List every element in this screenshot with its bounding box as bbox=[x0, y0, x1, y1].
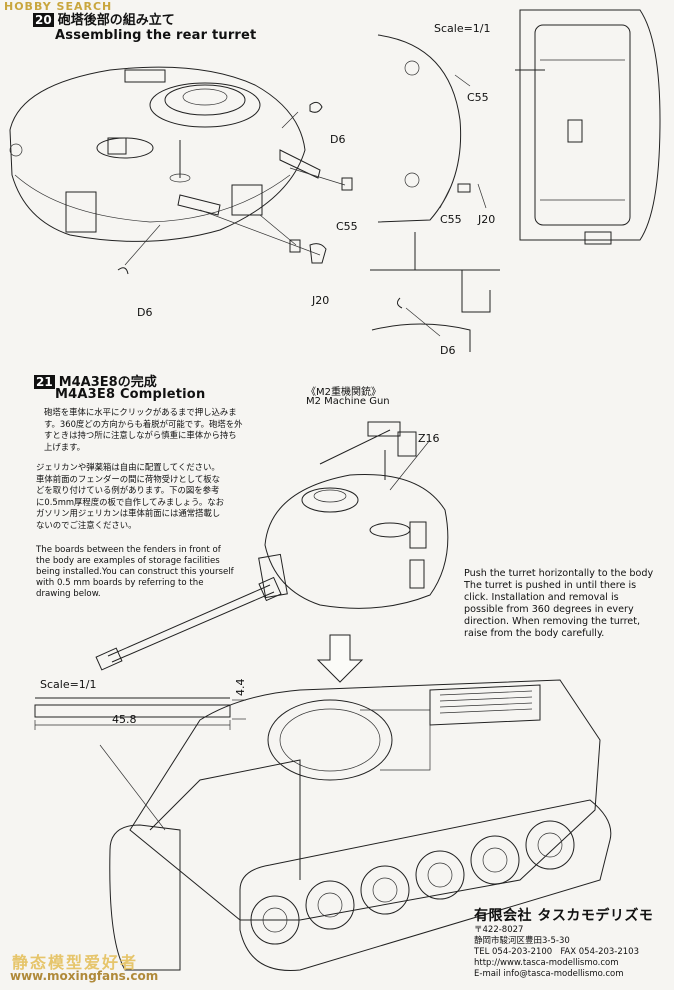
watermark-url: www.moxingfans.com bbox=[10, 969, 159, 983]
step21-jp-note-2: ジェリカンや弾薬箱は自由に配置してください。車体前面のフェンダーの間に荷物受けと… bbox=[36, 462, 225, 530]
mg-label-jp: 《M2重機関銃》 bbox=[306, 387, 381, 398]
part-label-c55: C55 bbox=[440, 213, 462, 226]
part-label-d6: D6 bbox=[137, 306, 153, 319]
board-width-dimension: 45.8 bbox=[112, 713, 137, 726]
part-label-j20: J20 bbox=[478, 213, 496, 226]
push-turret-note: Push the turret horizontally to the body… bbox=[464, 568, 654, 639]
watermark-text: 静态模型爱好者 bbox=[12, 953, 139, 972]
step21-drawing bbox=[34, 421, 612, 971]
step21-title-jp: M4A3E8の完成 bbox=[58, 375, 157, 390]
step20-number: 20 bbox=[33, 13, 54, 27]
part-label-d6: D6 bbox=[440, 344, 456, 357]
step21-number: 21 bbox=[34, 375, 55, 389]
step21-scale: Scale=1/1 bbox=[40, 678, 97, 691]
mg-label-en: M2 Machine Gun bbox=[306, 396, 390, 407]
part-label-c55: C55 bbox=[336, 220, 358, 233]
company-name: 有限会社 タスカモデリズモ bbox=[474, 908, 654, 924]
part-label-c55: C55 bbox=[467, 91, 489, 104]
company-phone-fax: TEL 054-203-2100 FAX 054-203-2103 bbox=[474, 947, 669, 958]
hobby-search-logo: HOBBY SEARCH bbox=[4, 0, 113, 13]
step20-title-jp: 砲塔後部の組み立て bbox=[57, 13, 175, 28]
part-label-j20: J20 bbox=[312, 294, 330, 307]
company-postal: 〒422-8027 bbox=[474, 925, 524, 935]
step20-scale: Scale=1/1 bbox=[434, 22, 491, 35]
part-label-z16: Z16 bbox=[418, 432, 440, 445]
board-height-dimension: 4.4 bbox=[234, 678, 247, 697]
company-tel: TEL 054-203-2100 bbox=[474, 947, 553, 957]
step21-jp-note-1: 砲塔を車体に水平にクリックがあるまで押し込みます。360度どの方向からも着脱が可… bbox=[44, 407, 243, 452]
step20-drawing bbox=[9, 9, 661, 352]
company-email[interactable]: E-mail info@tasca-modellismo.com bbox=[474, 969, 624, 979]
step21-title-en: M4A3E8 Completion bbox=[55, 387, 206, 402]
company-url[interactable]: http://www.tasca-modellismo.com bbox=[474, 958, 619, 968]
part-label-d6: D6 bbox=[330, 133, 346, 146]
company-address: 静岡市駿河区豊田3-5-30 bbox=[474, 936, 570, 946]
step20-title-en: Assembling the rear turret bbox=[55, 28, 257, 43]
company-block: 有限会社 タスカモデリズモ 〒422-8027 静岡市駿河区豊田3-5-30 T… bbox=[474, 905, 669, 980]
company-fax: FAX 054-203-2103 bbox=[560, 947, 639, 957]
step21-en-note: The boards between the fenders in front … bbox=[36, 545, 234, 599]
